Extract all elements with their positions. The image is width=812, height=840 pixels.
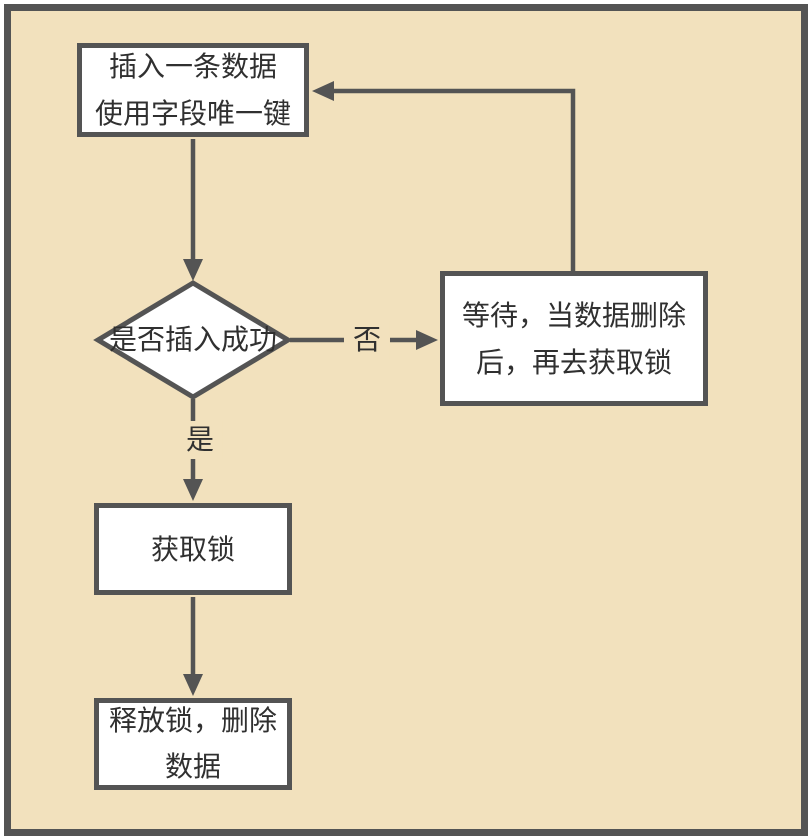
arrowhead-down-icon	[183, 259, 203, 281]
node-acquire: 获取锁	[94, 503, 292, 595]
node-release-label: 释放锁，删除 数据	[108, 705, 277, 782]
node-acquire-label: 获取锁	[150, 533, 235, 565]
edge-line	[332, 88, 576, 271]
edge-label-yes: 是	[176, 421, 224, 459]
decision-diamond-shape	[93, 280, 293, 400]
flowchart-frame	[4, 4, 808, 836]
node-wait-label: 等待，当数据删除 后，再去获取锁	[461, 299, 686, 378]
node-decision-label: 是否插入成功	[108, 324, 277, 355]
edge-insert-to-decision	[183, 139, 203, 281]
edge-acquire-to-release	[183, 597, 203, 696]
node-insert: 插入一条数据 使用字段唯一键	[77, 43, 309, 137]
node-insert-label: 插入一条数据 使用字段唯一键	[94, 51, 291, 129]
arrowhead-down-icon	[183, 479, 203, 501]
arrowhead-left-icon	[312, 81, 334, 101]
node-wait: 等待，当数据删除 后，再去获取锁	[440, 271, 708, 406]
edge-label-no: 否	[343, 321, 391, 359]
arrowhead-down-icon	[183, 674, 203, 696]
edge-wait-loop-to-insert	[312, 81, 576, 271]
arrowhead-right-icon	[416, 330, 438, 350]
node-release: 释放锁，删除 数据	[94, 698, 292, 790]
